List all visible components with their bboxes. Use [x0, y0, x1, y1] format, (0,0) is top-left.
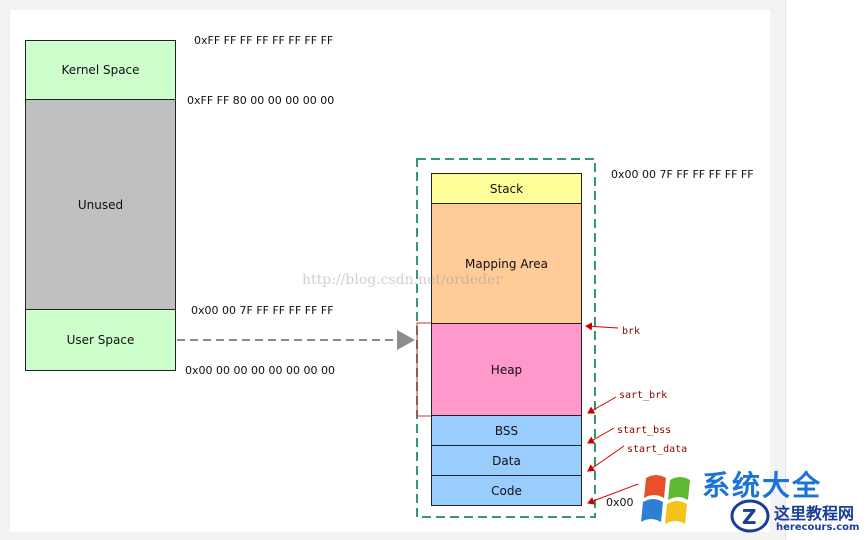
unused-label: Unused	[77, 197, 124, 212]
site-logo[interactable]: 系统大全 Z 这里教程网 herecours.com	[640, 462, 866, 540]
start-bss-arrow	[587, 427, 615, 444]
start-brk-label: sart_brk	[619, 390, 668, 401]
brk-label: brk	[622, 326, 641, 337]
stack-label: Stack	[489, 181, 524, 196]
detail-frame	[416, 158, 596, 518]
heap-label: Heap	[490, 362, 523, 377]
bss-label: BSS	[494, 423, 519, 438]
address-kernel-bottom: 0xFF FF 80 00 00 00 00 00	[187, 94, 335, 107]
brk-arrow	[585, 322, 619, 331]
watermark-text: http://blog.csdn.net/ordeder	[302, 272, 503, 288]
user-space-label: User Space	[66, 333, 135, 347]
start-code-arrow	[587, 483, 639, 505]
address-user-top: 0x00 00 7F FF FF FF FF FF	[191, 304, 334, 317]
user-space-block: User Space	[25, 309, 176, 371]
address-user-bottom: 0x00 00 00 00 00 00 00 00	[185, 364, 335, 377]
unused-block: Unused	[25, 99, 176, 310]
svg-text:Z: Z	[742, 505, 757, 529]
start-bss-label: start_bss	[617, 425, 672, 436]
mapping-area-label: Mapping Area	[465, 256, 548, 271]
data-segment: Data	[431, 445, 582, 476]
heap-bracket	[416, 322, 431, 417]
logo-subtitle: 这里教程网	[774, 504, 855, 523]
kernel-space-label: Kernel Space	[61, 63, 140, 77]
windows-flag-icon	[641, 475, 690, 524]
code-segment: Code	[431, 475, 582, 506]
address-detail-bottom: 0x00	[606, 496, 634, 509]
code-label: Code	[491, 483, 522, 498]
logo-url: herecours.com	[776, 522, 860, 533]
logo-z-icon: Z	[730, 499, 770, 533]
start-data-label: start_data	[627, 444, 688, 455]
bss-segment: BSS	[431, 415, 582, 446]
address-kernel-top: 0xFF FF FF FF FF FF FF FF	[194, 34, 334, 47]
data-label: Data	[492, 453, 521, 468]
right-panel	[785, 0, 866, 540]
address-detail-top: 0x00 00 7F FF FF FF FF FF	[611, 168, 754, 181]
start-data-arrow	[587, 445, 625, 472]
start-brk-arrow	[587, 396, 617, 414]
logo-title: 系统大全	[702, 469, 823, 502]
